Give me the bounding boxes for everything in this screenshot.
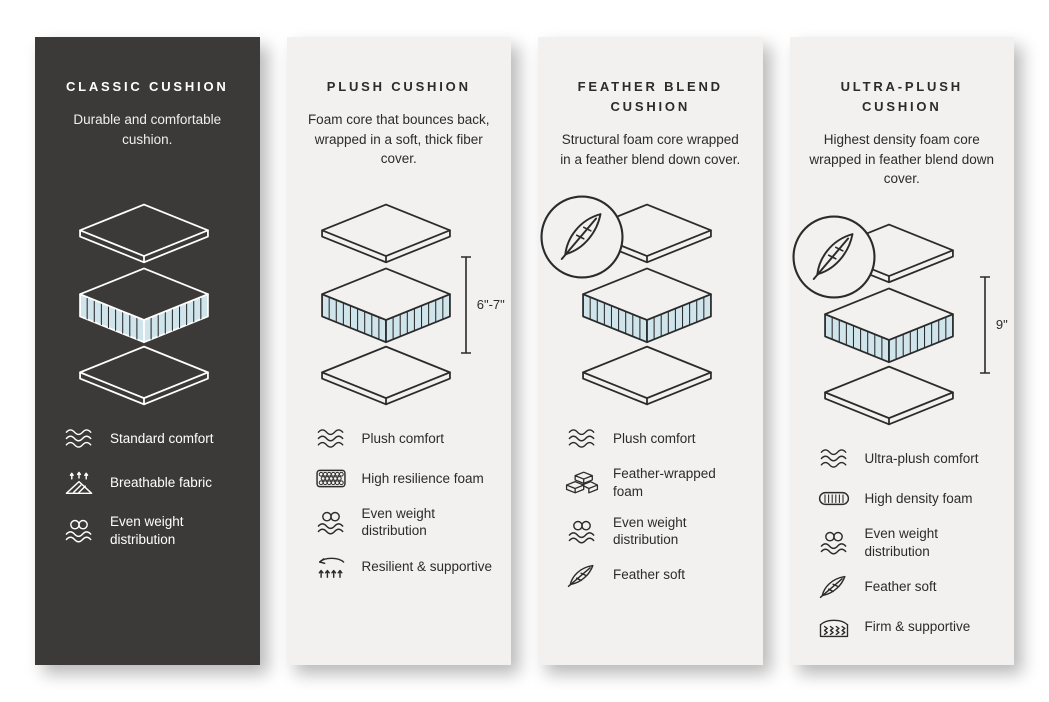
feature-label: Feather soft <box>613 567 686 583</box>
card-title: PLUSH CUSHION <box>326 79 471 94</box>
feather-soft-icon <box>564 562 600 589</box>
card-description: Highest density foam core wrapped in fea… <box>809 132 995 187</box>
feature-row: Even weight distribution <box>816 525 1003 560</box>
card-title: ULTRA-PLUSH CUSHION <box>840 79 963 115</box>
weight-distribution-icon <box>816 529 852 556</box>
comfort-waves-icon <box>816 445 852 472</box>
feature-row: Feather soft <box>564 562 751 589</box>
height-label: 9" <box>995 317 1008 333</box>
feature-row: Even weight distribution <box>61 513 248 548</box>
cushion-illustration: 9" <box>802 221 1008 433</box>
card-description: Foam core that bounces back, wrapped in … <box>307 112 490 167</box>
card-title: FEATHER BLEND CUSHION <box>577 79 723 115</box>
feather-badge-icon <box>538 193 626 281</box>
feature-row: High resilience foam <box>313 465 500 492</box>
weight-distribution-icon <box>564 518 600 545</box>
feather-badge-icon <box>790 213 878 301</box>
feature-label: Resilient & supportive <box>361 558 493 574</box>
feature-label: Plush comfort <box>361 430 445 446</box>
feature-row: Feather soft <box>816 573 1003 600</box>
feature-label: Even weight distribution <box>361 505 436 539</box>
feature-label: Feather-wrapped foam <box>613 466 716 499</box>
feature-label: High resilience foam <box>361 470 484 486</box>
feature-row: Plush comfort <box>564 425 751 452</box>
feature-list: Plush comfort Feather-wrapped foam Even … <box>538 425 763 588</box>
height-indicator: 9" <box>979 275 1008 375</box>
feature-label: Ultra-plush comfort <box>864 450 979 466</box>
feature-list: Ultra-plush comfort High density foam Ev… <box>790 445 1015 640</box>
comfort-waves-icon <box>564 425 600 452</box>
breathable-fabric-icon <box>61 469 97 496</box>
feature-label: Even weight distribution <box>864 525 939 559</box>
card-classic-cushion: CLASSIC CUSHION Durable and comfortable … <box>35 37 260 665</box>
feature-row: Firm & supportive <box>816 613 1003 640</box>
feature-row: Standard comfort <box>61 425 248 452</box>
card-plush-cushion: PLUSH CUSHION Foam core that bounces bac… <box>286 37 512 665</box>
cushion-layers-diagram <box>55 201 233 407</box>
feature-label: Breathable fabric <box>110 474 213 490</box>
feature-label: Standard comfort <box>110 430 214 446</box>
feature-label: Even weight distribution <box>613 514 687 548</box>
cushion-illustration: 6"-7" <box>297 201 505 413</box>
feature-list: Standard comfort Breathable fabric Even … <box>35 425 260 548</box>
feature-row: Breathable fabric <box>61 469 248 496</box>
cushion-illustration <box>47 201 247 413</box>
feature-list: Plush comfort High resilience foam Even … <box>287 425 512 580</box>
resilience-foam-icon <box>313 465 349 492</box>
feature-row: Even weight distribution <box>313 505 500 540</box>
height-bracket-icon <box>460 255 472 355</box>
comfort-waves-icon <box>313 425 349 452</box>
feather-soft-icon <box>816 573 852 600</box>
feature-row: Ultra-plush comfort <box>816 445 1003 472</box>
feature-label: Even weight distribution <box>110 514 184 547</box>
feature-row: Even weight distribution <box>564 514 751 549</box>
cushion-layers-diagram <box>297 201 475 407</box>
feature-label: Plush comfort <box>613 431 696 447</box>
comfort-waves-icon <box>61 425 97 452</box>
card-description: Structural foam core wrapped in a feathe… <box>560 132 741 167</box>
card-description: Durable and comfortable cushion. <box>73 112 222 147</box>
density-foam-icon <box>816 485 852 512</box>
feather-wrapped-foam-icon <box>564 469 600 496</box>
feature-label: Feather soft <box>864 578 937 594</box>
card-title: CLASSIC CUSHION <box>65 79 229 94</box>
feature-label: High density foam <box>864 490 973 506</box>
feature-row: Plush comfort <box>313 425 500 452</box>
weight-distribution-icon <box>61 517 97 544</box>
height-bracket-icon <box>979 275 991 375</box>
card-feather-blend-cushion: FEATHER BLEND CUSHION Structural foam co… <box>538 37 763 665</box>
feature-row: High density foam <box>816 485 1003 512</box>
card-ultra-plush-cushion: ULTRA-PLUSH CUSHION Highest density foam… <box>789 37 1015 665</box>
feature-row: Feather-wrapped foam <box>564 465 751 500</box>
height-label: 6"-7" <box>476 297 505 313</box>
firm-supportive-icon <box>816 613 852 640</box>
feature-row: Resilient & supportive <box>313 553 500 580</box>
height-indicator: 6"-7" <box>460 255 505 355</box>
cushion-illustration <box>550 201 750 413</box>
resilient-supportive-icon <box>313 553 349 580</box>
weight-distribution-icon <box>313 509 349 536</box>
feature-label: Firm & supportive <box>864 618 971 634</box>
